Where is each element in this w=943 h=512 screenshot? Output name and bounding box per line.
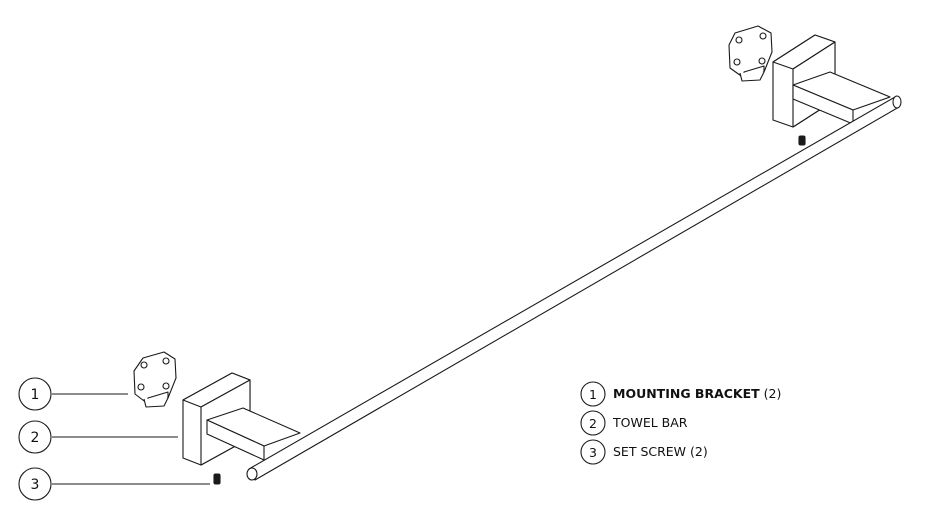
wall-flange-right bbox=[772, 34, 891, 128]
legend-label-1: MOUNTING BRACKET bbox=[613, 386, 760, 401]
legend-qty-1: (2) bbox=[760, 386, 782, 401]
legend-circle-3 bbox=[580, 439, 606, 465]
towel-bar-rod bbox=[246, 95, 902, 481]
legend-number-2: 2 bbox=[589, 416, 597, 431]
legend-item-1: MOUNTING BRACKET (2) bbox=[613, 386, 781, 401]
legend-number-3: 3 bbox=[589, 445, 597, 460]
callout-number-3: 3 bbox=[31, 477, 40, 493]
set-screw-right bbox=[798, 135, 806, 146]
legend-qty-3: (2) bbox=[686, 444, 708, 459]
mounting-bracket-right bbox=[728, 25, 773, 82]
set-screw-left bbox=[213, 473, 221, 485]
callout-number-2: 2 bbox=[31, 430, 40, 446]
legend-circle-2 bbox=[580, 410, 606, 436]
legend-circle-1 bbox=[580, 381, 606, 407]
mounting-bracket-left bbox=[133, 351, 177, 408]
wall-flange-left bbox=[182, 372, 301, 466]
callout-number-1: 1 bbox=[31, 387, 40, 403]
legend-item-3: SET SCREW (2) bbox=[613, 444, 708, 459]
callout-circle-2 bbox=[18, 420, 52, 454]
legend-item-2: TOWEL BAR bbox=[612, 415, 688, 430]
legend-label-3: SET SCREW bbox=[613, 444, 686, 459]
legend-label-2: TOWEL BAR bbox=[612, 415, 688, 430]
callout-circle-3 bbox=[18, 467, 52, 501]
legend-number-1: 1 bbox=[589, 387, 597, 402]
callout-circle-1 bbox=[18, 377, 52, 411]
